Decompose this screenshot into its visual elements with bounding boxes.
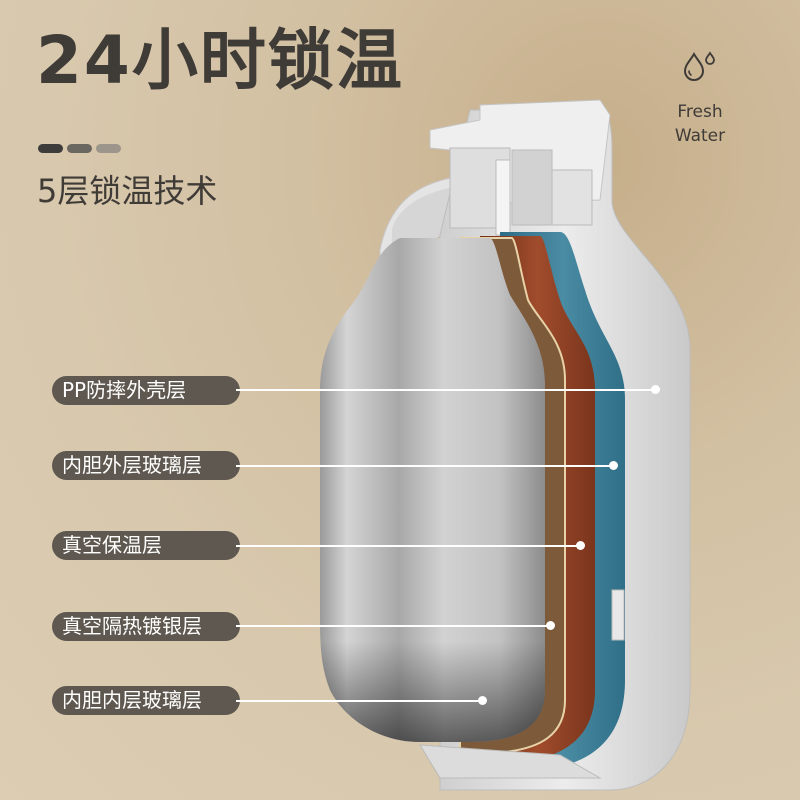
dash-2 [67, 144, 92, 153]
layer-label-outer-glass: 内胆外层玻璃层 [52, 451, 240, 480]
layer-label-silver-plating: 真空隔热镀银层 [52, 612, 240, 641]
dash-3 [96, 144, 121, 153]
pointer-dot [576, 541, 585, 550]
layer-label-pp-shell: PP防摔外壳层 [52, 376, 240, 405]
leader-line [236, 465, 614, 467]
leader-line [236, 389, 656, 391]
pointer-dot [478, 696, 487, 705]
pointer-dot [651, 385, 660, 394]
subtitle: 5层锁温技术 [37, 172, 218, 210]
fresh-label: Fresh [677, 102, 723, 122]
pointer-dot [609, 461, 618, 470]
pointer-dot [546, 621, 555, 630]
leader-line [236, 545, 581, 547]
leader-line [236, 700, 483, 702]
leader-line [236, 625, 551, 627]
fresh-water-feature: Fresh Water [640, 50, 760, 148]
dash-1 [38, 144, 63, 153]
water-drops-icon [683, 51, 715, 81]
page-title: 24小时锁温 [36, 22, 404, 99]
layer-label-vacuum: 真空保温层 [52, 531, 240, 560]
water-label: Water [674, 126, 726, 146]
decorative-dashes [38, 144, 121, 153]
layer-label-inner-glass: 内胆内层玻璃层 [52, 686, 240, 715]
